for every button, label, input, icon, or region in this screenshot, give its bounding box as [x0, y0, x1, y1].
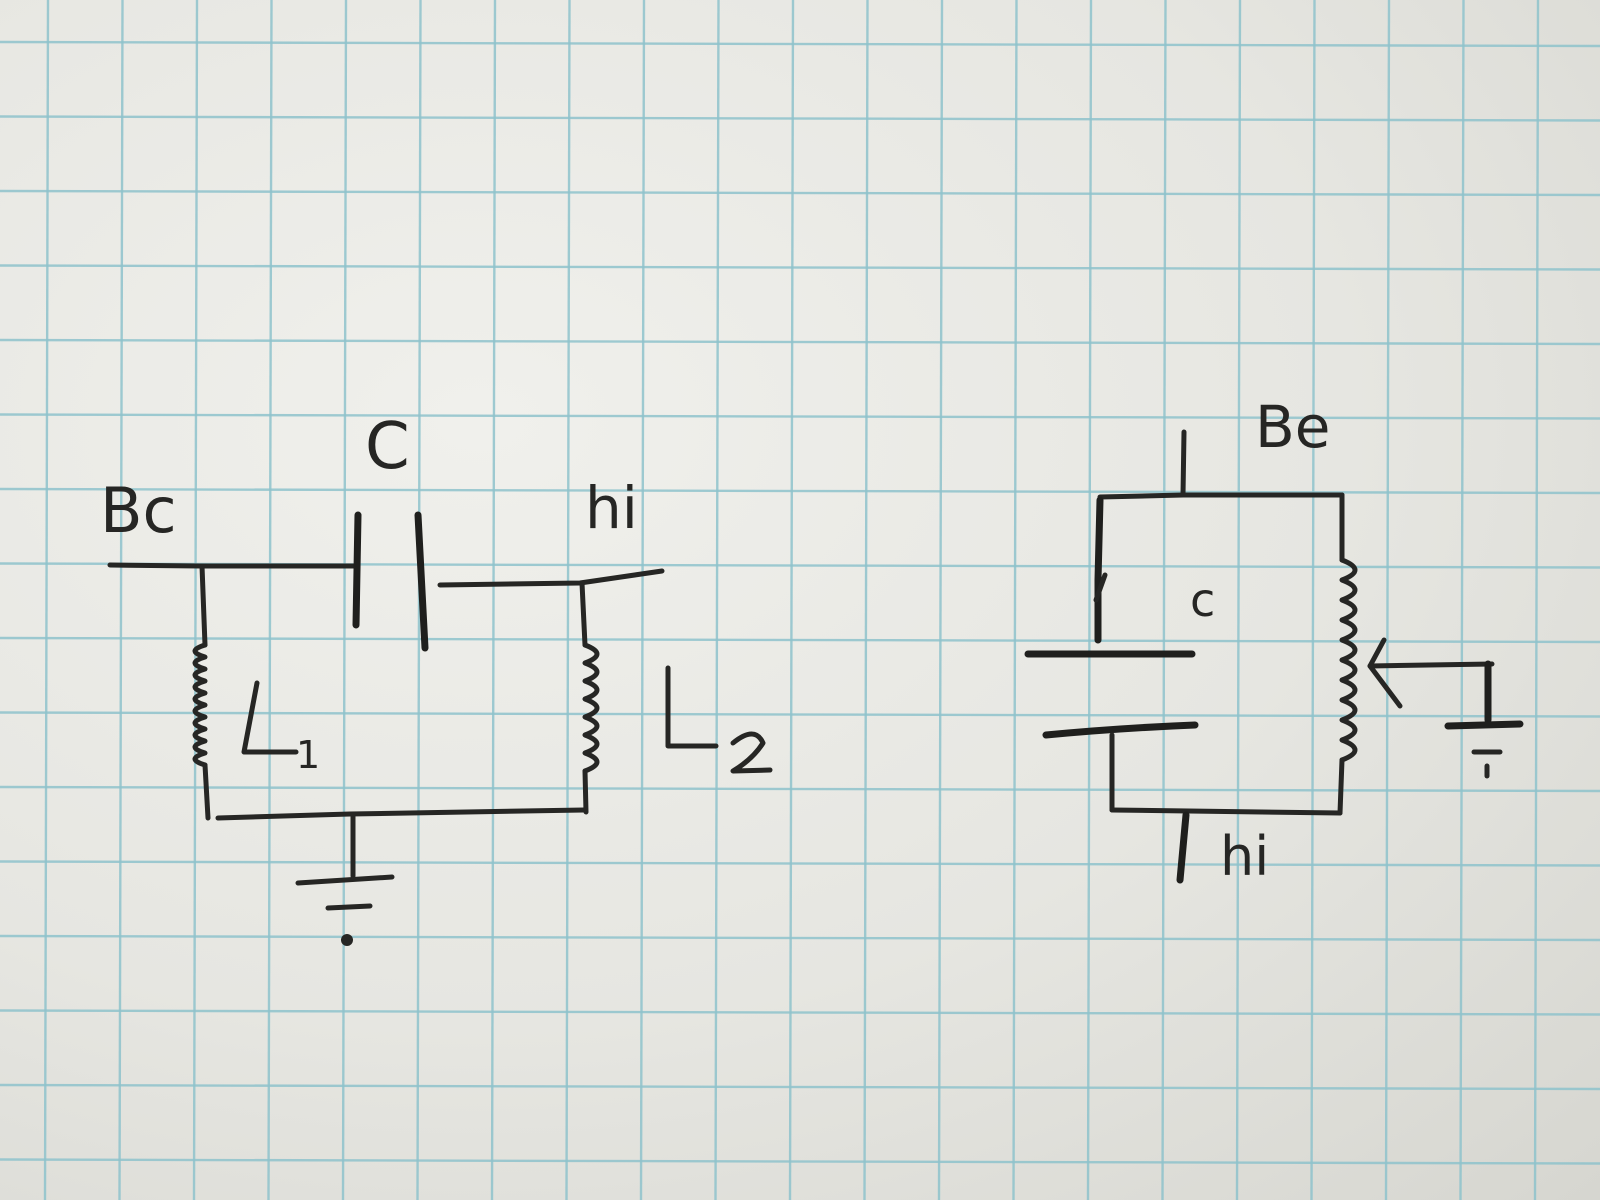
grid-line-horizontal — [0, 1158, 1600, 1165]
grid-line-horizontal — [0, 1083, 1600, 1091]
grid-line-horizontal — [0, 711, 1600, 718]
left-capacitor-label: C — [365, 410, 410, 484]
right-output-label: hi — [1220, 825, 1269, 888]
inductor-l1-coil — [192, 642, 208, 768]
grid-line-vertical — [1310, 0, 1316, 1200]
left-l1-label-subscript: 1 — [296, 733, 320, 777]
left-ground-dot — [341, 934, 353, 946]
left-l1-lead-top — [199, 563, 208, 648]
left-l2-lead-top — [579, 580, 588, 648]
right-coil-lead-bottom — [1337, 757, 1345, 816]
grid-line-vertical — [1533, 0, 1540, 1200]
right-capacitor-plate-2 — [1042, 721, 1199, 739]
grid-line-horizontal — [0, 487, 1600, 495]
grid-line-vertical — [863, 0, 869, 1200]
grid-line-vertical — [1384, 0, 1391, 1200]
left-input-label: Bc — [100, 474, 177, 547]
grid-line-vertical — [192, 0, 199, 1200]
left-l1-label-L — [241, 680, 299, 755]
grid-line-horizontal — [0, 115, 1600, 122]
grid-line-vertical — [1161, 0, 1167, 1200]
grid-line-vertical — [490, 0, 497, 1200]
grid-line-horizontal — [0, 860, 1600, 867]
grid-line-vertical — [1012, 0, 1018, 1200]
right-input-label: Be — [1255, 393, 1330, 461]
grid-line-vertical — [1235, 0, 1242, 1200]
grid-line-vertical — [714, 0, 720, 1200]
grid-line-horizontal — [0, 413, 1600, 420]
grid-line-vertical — [788, 0, 795, 1200]
right-left-upper-rail — [1094, 496, 1104, 644]
grid-line-horizontal — [0, 338, 1600, 346]
right-inductor-coil — [1339, 557, 1358, 763]
right-input-stem — [1180, 429, 1187, 498]
left-l1-lead-bottom — [202, 762, 211, 821]
left-l2-lead-bottom — [582, 768, 589, 815]
grid-line-vertical — [118, 0, 124, 1200]
grid-line-horizontal — [0, 189, 1600, 197]
inductor-l2-coil — [582, 642, 600, 774]
right-output-stem — [1176, 811, 1190, 884]
left-output-wire — [437, 568, 665, 588]
left-circuit: Bc C hi 1 — [100, 410, 773, 946]
right-left-upper-tick — [1093, 572, 1108, 603]
grid-line-vertical — [341, 0, 348, 1200]
left-ground-wire — [215, 807, 587, 821]
grid-line-vertical — [43, 0, 50, 1200]
left-ground-bar-small — [325, 903, 373, 911]
grid-line-vertical — [1459, 0, 1465, 1200]
right-coil-tap-arrow — [1367, 637, 1403, 709]
right-capacitor-label: c — [1190, 573, 1215, 627]
left-l2-label-subscript-2 — [730, 731, 773, 774]
grid-line-horizontal — [0, 264, 1600, 271]
grid-line-horizontal — [0, 1009, 1600, 1016]
left-capacitor-plate-2 — [414, 511, 429, 652]
grid-line-horizontal — [0, 785, 1600, 793]
grid-line-vertical — [565, 0, 571, 1200]
right-ground-bar — [1444, 720, 1524, 730]
right-circuit: Be c hi — [1024, 393, 1524, 888]
left-ground-bar — [295, 874, 395, 886]
left-l2-label-L — [665, 665, 719, 749]
right-bottom-wire — [1109, 807, 1343, 816]
grid-line-vertical — [937, 0, 944, 1200]
grid-line-horizontal — [0, 40, 1600, 48]
left-output-label: hi — [585, 474, 638, 542]
grid-line-vertical — [639, 0, 646, 1200]
right-tap-wire — [1367, 661, 1495, 669]
left-input-wire — [107, 562, 358, 569]
grid-line-horizontal — [0, 636, 1600, 644]
grid-line-horizontal — [0, 934, 1600, 942]
right-top-wire — [1097, 492, 1345, 500]
left-capacitor-plate-1 — [352, 511, 362, 629]
grid-line-vertical — [267, 0, 273, 1200]
grid-line-vertical — [1086, 0, 1093, 1200]
